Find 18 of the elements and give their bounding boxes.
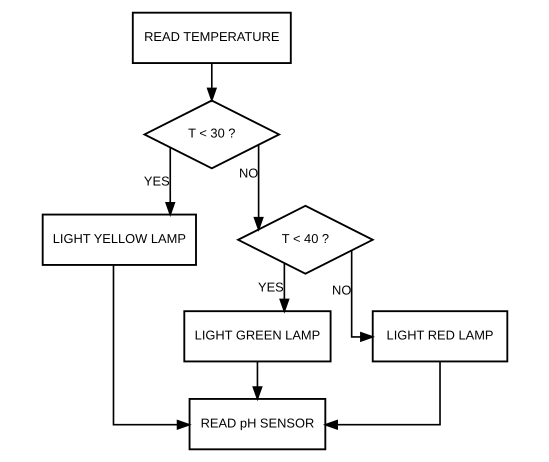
node-box: LIGHT YELLOW LAMP — [41, 214, 196, 266]
node-diamond: T < 30 ? — [142, 99, 281, 170]
arrow — [164, 148, 175, 217]
edge-label: YES — [143, 174, 170, 189]
arrow — [206, 63, 217, 103]
edge-label: YES — [258, 280, 284, 295]
arrow — [278, 263, 290, 314]
node-box: LIGHT RED LAMP — [371, 310, 508, 362]
arrow — [252, 362, 262, 402]
node-box: READ TEMPERATURE — [131, 12, 292, 64]
node-diamond: T < 40 ? — [236, 204, 374, 275]
arrow — [322, 362, 440, 430]
node-box: READ pH SENSOR — [188, 398, 326, 450]
arrow — [112, 265, 192, 430]
edge-label: NO — [332, 282, 351, 298]
arrow — [350, 250, 375, 342]
arrow — [252, 144, 264, 232]
node-box: LIGHT GREEN LAMP — [182, 310, 332, 362]
